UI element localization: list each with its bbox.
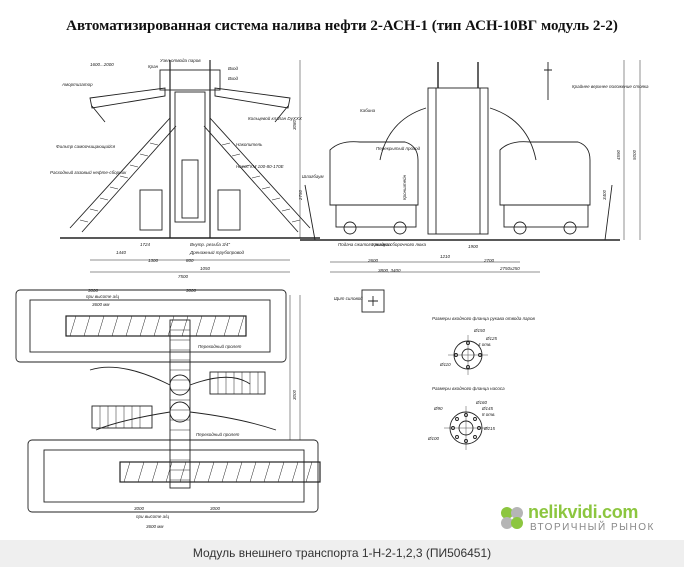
intake-dim-1: Ø125 <box>485 336 498 341</box>
plan-dim-2: 3600 мм <box>92 302 109 307</box>
front-label-5: Вход <box>228 76 239 81</box>
side-dim-2: 2600 <box>367 258 379 263</box>
plan-label-3: при высоте а/ц <box>86 294 119 299</box>
caption-bar: Модуль внешнего транспорта 1-Н-2-1,2,3 (… <box>0 540 684 567</box>
front-dim-2: 1440 <box>116 250 127 255</box>
side-dim-8: 5000 <box>632 149 637 160</box>
plan-dim-4: 3000 <box>134 506 145 511</box>
front-label-2: Вход <box>228 66 239 71</box>
side-label-2: Кабина <box>360 108 376 113</box>
pump-dim-0: Ø160 <box>475 400 488 405</box>
flange-details <box>444 335 488 450</box>
side-dim-5: 3800, 3400 <box>378 268 401 273</box>
plan-view <box>15 289 385 513</box>
front-label-10: Внутр. резьба 3/4" <box>190 242 230 247</box>
side-dim-9: 3400 <box>602 189 607 200</box>
plan-dim-5: 3000 <box>210 506 221 511</box>
watermark-tagline: ВТОРИЧНЫЙ РЫНОК <box>530 522 655 533</box>
side-dim-3: 1900 <box>468 244 479 249</box>
front-label-1: Кран <box>148 64 159 69</box>
plan-dim-6: 3000 <box>292 389 297 400</box>
front-dim-1: 1724 <box>140 242 151 247</box>
front-view <box>60 60 320 273</box>
front-label-7: Фильтр самоочищающийся <box>56 143 116 149</box>
front-dim-3: 1300 <box>148 258 159 263</box>
plan-label-4: при высоте а/ц <box>136 514 169 519</box>
side-label-3: Подача сжатого воздуха <box>338 242 391 247</box>
side-dim-4: 2700 <box>483 258 495 263</box>
side-label-4: Перекрытый проход <box>376 145 421 151</box>
side-dim-6: 2750x250 <box>499 266 520 271</box>
plan-dim-1: 3000 <box>186 288 197 293</box>
front-label-11: Дренажный трубопровод <box>189 249 244 255</box>
watermark-logo-icon <box>501 507 523 529</box>
pump-flange-title: Размеры входного фланца насоса <box>432 386 505 391</box>
side-label-1: Шлагбаум <box>302 174 324 179</box>
pump-dim-4: Ø100 <box>427 436 440 441</box>
front-dim-7: 3080 <box>292 119 297 130</box>
side-dim-7: 4590 <box>616 149 621 160</box>
flange-detail-labels: Размеры входного фланца рукава отвода па… <box>427 316 536 441</box>
watermark-brand: nelikvidi.com <box>528 502 639 522</box>
intake-dim-0: Ø150 <box>473 328 486 333</box>
side-dim-0: 2750 <box>298 189 303 201</box>
pump-dim-1: Ø145 <box>481 406 494 411</box>
side-dim-1: 1210 <box>440 254 451 259</box>
plan-view-labels: Щит силовой Переходный пролет Переходный… <box>86 288 363 529</box>
front-dim-0: 1600...2000 <box>90 62 114 67</box>
pump-dim-2: 8 отв. <box>482 412 496 417</box>
front-dim-4: 800 <box>186 258 194 263</box>
side-label-6: Кронштейн <box>401 174 407 200</box>
intake-dim-3: Ø110 <box>439 362 451 367</box>
intake-dim-2: 4 отв. <box>478 342 492 347</box>
drawing-title: Автоматизированная система налива нефти … <box>66 18 618 34</box>
side-view <box>300 60 641 273</box>
plan-dim-0: 3000 <box>88 288 99 293</box>
front-label-6: Накопитель <box>236 142 263 147</box>
side-label-0: Крайнее верхнее положение стояка <box>572 83 649 89</box>
side-view-labels: Крайнее верхнее положение стояка Шлагбау… <box>298 83 649 273</box>
technical-drawing: Узел отвода паров Кран Вход Амортизатор … <box>15 58 649 529</box>
plan-label-2: Переходный пролет <box>196 431 240 437</box>
front-label-0: Узел отвода паров <box>160 58 201 63</box>
front-view-labels: Узел отвода паров Кран Вход Амортизатор … <box>50 58 303 279</box>
watermark: nelikvidi.com ВТОРИЧНЫЙ РЫНОК <box>498 500 678 536</box>
side-label-5: Крышка сборочного люка <box>372 242 426 247</box>
plan-label-0: Щит силовой <box>334 295 363 301</box>
front-dim-6: 7500 <box>178 274 189 279</box>
plan-label-1: Переходный пролет <box>198 343 242 349</box>
front-label-9: Расходный газовый нефте-сборник <box>50 169 127 175</box>
plan-dim-3: 3600 мм <box>146 524 163 529</box>
front-dim-5: 1050 <box>200 266 211 271</box>
pump-dim-5: Ø90 <box>433 406 443 411</box>
intake-flange-title: Размеры входного фланца рукава отвода па… <box>432 316 536 321</box>
front-label-4: Кольцевой клапан DyXXX <box>248 115 303 121</box>
image-caption: Модуль внешнего транспорта 1-Н-2-1,2,3 (… <box>192 546 492 560</box>
pump-dim-3: Ø215 <box>483 426 496 431</box>
front-label-3: Амортизатор <box>61 82 93 87</box>
front-label-8: Насос КМ 100-80-170Е <box>236 164 285 169</box>
